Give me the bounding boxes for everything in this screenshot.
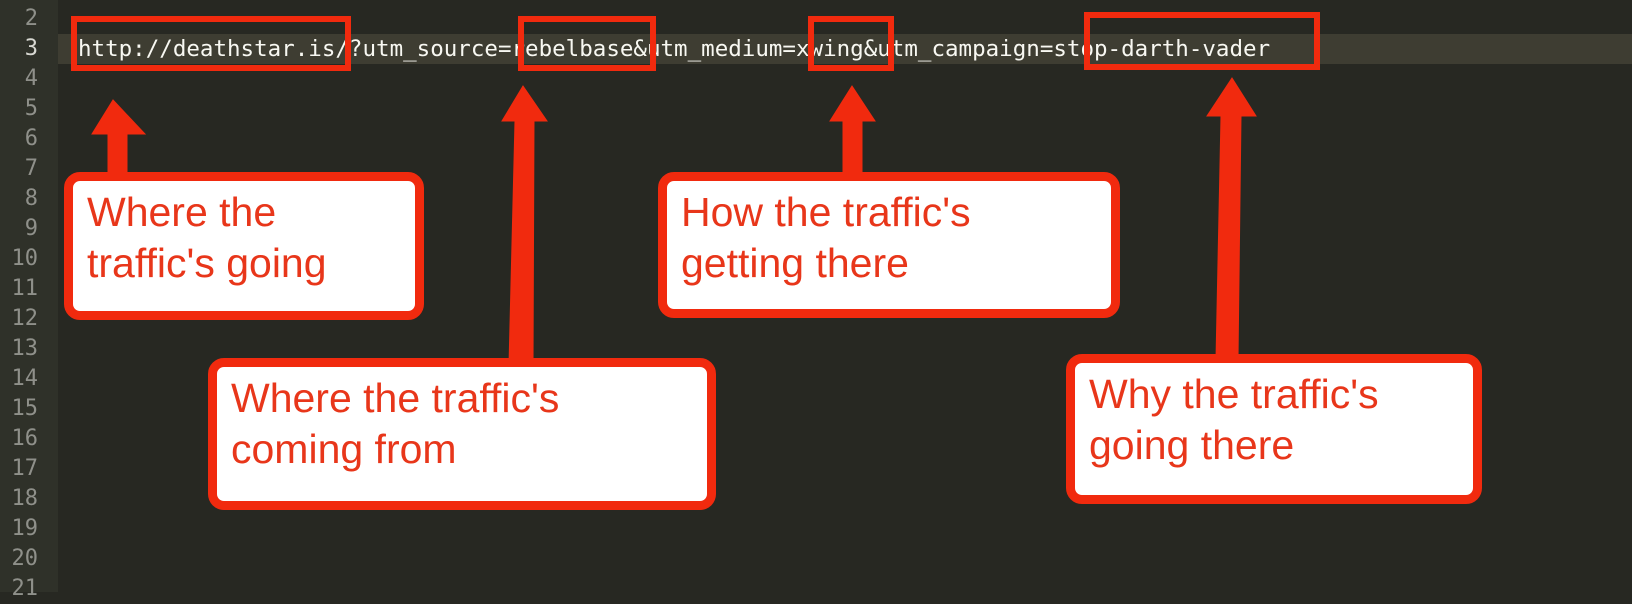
callout-destination-line-2: traffic's going [87, 240, 327, 286]
line-number: 13 [11, 336, 39, 361]
url-query-utm-campaign-key: &utm_campaign= [863, 36, 1054, 62]
url-query-utm-source-key: /?utm_source= [335, 36, 512, 62]
url-utm-medium-value: xwing [795, 36, 864, 62]
line-number: 17 [11, 456, 39, 481]
medium-highlight-box [808, 16, 894, 71]
line-number-active: 3 [24, 36, 38, 61]
source-highlight-box [518, 16, 656, 71]
line-number: 7 [24, 156, 38, 181]
callout-campaign: Why the traffic's going there [1066, 354, 1482, 504]
line-number: 2 [24, 6, 38, 31]
line-number: 14 [11, 366, 39, 391]
domain-highlight-box [71, 16, 351, 71]
callout-source: Where the traffic's coming from [208, 358, 716, 510]
line-number: 5 [24, 96, 38, 121]
callout-destination-line-1: Where the [87, 189, 277, 235]
current-line-highlight [0, 34, 1632, 64]
line-number: 20 [11, 546, 39, 571]
callout-medium: How the traffic's getting there [658, 172, 1120, 318]
url-query-utm-medium-key: &utm_medium= [633, 36, 796, 62]
line-number: 6 [24, 126, 38, 151]
callout-destination: Where the traffic's going [64, 172, 424, 320]
arrow-to-medium [829, 85, 876, 177]
line-number: 8 [24, 186, 38, 211]
line-number: 4 [24, 66, 38, 91]
line-number: 10 [11, 246, 39, 271]
line-number: 18 [11, 486, 39, 511]
arrow-to-campaign [1206, 77, 1257, 360]
line-number: 12 [11, 306, 39, 331]
line-number-gutter: 2 3 4 5 6 7 8 9 10 11 12 13 14 15 16 17 … [0, 0, 58, 601]
arrow-to-source [501, 85, 548, 366]
url-utm-source-value: rebelbase [511, 36, 634, 62]
line-number: 15 [11, 396, 39, 421]
line-number: 16 [11, 426, 39, 451]
callout-source-line-2: coming from [231, 426, 457, 472]
callout-source-line-1: Where the traffic's [231, 375, 560, 421]
line-number: 11 [11, 276, 39, 301]
arrow-to-domain [91, 99, 147, 177]
url-domain: http://deathstar.is [78, 36, 336, 62]
callout-campaign-line-1: Why the traffic's [1089, 371, 1379, 417]
callout-medium-line-1: How the traffic's [681, 189, 971, 235]
line-number: 9 [24, 216, 38, 241]
campaign-highlight-box [1084, 12, 1320, 70]
callout-medium-line-2: getting there [681, 240, 909, 286]
callout-campaign-line-2: going there [1089, 422, 1295, 468]
line-number: 19 [11, 516, 39, 541]
